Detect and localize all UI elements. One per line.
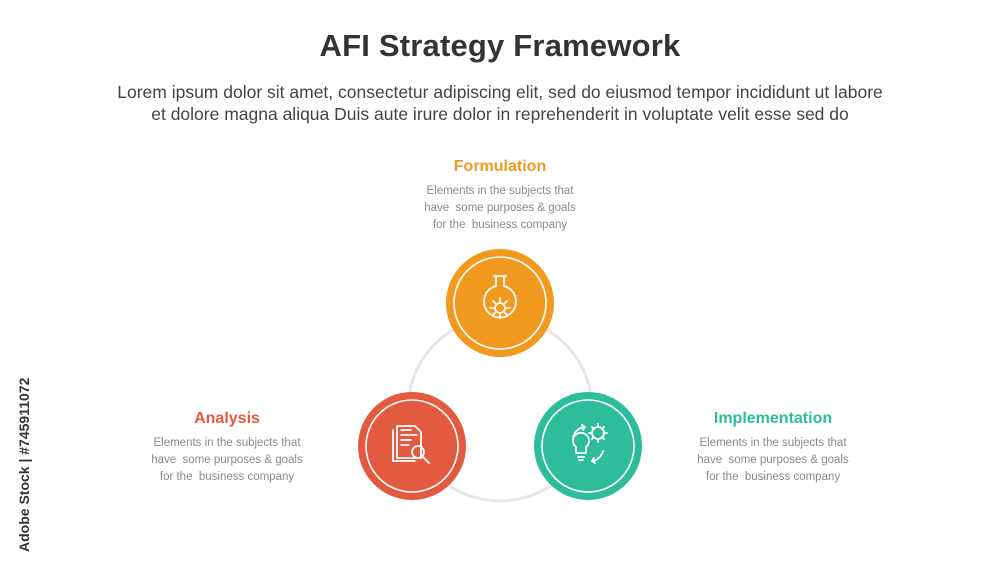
analysis-title: Analysis [194, 410, 260, 427]
formulation-description: Elements in the subjects that have some … [424, 185, 576, 231]
formulation-node [446, 249, 554, 357]
flask-gear-icon [483, 275, 517, 319]
document-magnifier-icon [392, 425, 430, 464]
implementation-title: Implementation [713, 410, 833, 427]
formulation-title: Formulation [453, 158, 547, 175]
subtitle-line-2: et dolore magna aliqua Duis aute irure d… [151, 104, 849, 124]
subtitle-line-1: Lorem ipsum dolor sit amet, consectetur … [117, 82, 883, 102]
analysis-node [358, 392, 466, 500]
stock-watermark: Adobe Stock | #745911072 [16, 377, 32, 552]
page-subtitle: Lorem ipsum dolor sit amet, consectetur … [40, 81, 960, 125]
analysis-description: Elements in the subjects that have some … [151, 437, 303, 483]
implementation-description: Elements in the subjects that have some … [697, 437, 849, 483]
watermark-text: Adobe Stock | #745911072 [16, 377, 32, 552]
lightbulb-gear-cycle-icon [572, 423, 608, 464]
page-title: AFI Strategy Framework [319, 28, 681, 63]
implementation-node [534, 392, 642, 500]
